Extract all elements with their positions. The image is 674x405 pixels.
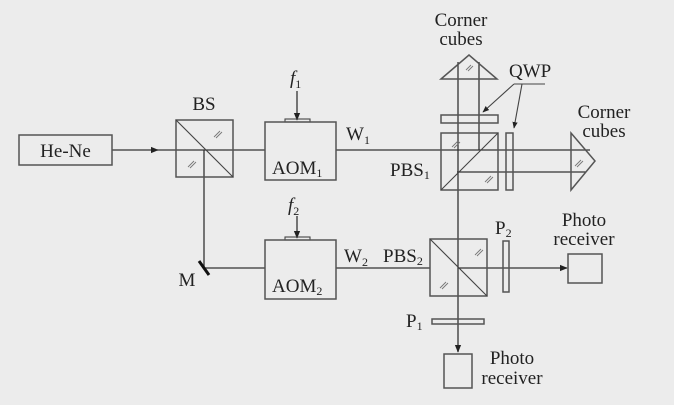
pbs2-cube [429, 238, 488, 297]
corner-cube-top-label-line1: Corner [435, 10, 488, 31]
laser-label: He-Ne [40, 141, 91, 162]
mirror: M [179, 260, 211, 291]
beam-paths [112, 62, 590, 353]
corner-cube-top: Corner cubes [435, 10, 500, 80]
mirror-glyph [197, 260, 211, 276]
receiver-right-label-line1: Photo [562, 210, 606, 231]
corner-cube-right-label-line1: Corner [578, 102, 631, 123]
mirror-label: M [179, 270, 196, 291]
qwp-vertical-plate [505, 132, 514, 191]
aom2: f2 AOM2 W2 [264, 195, 368, 300]
polarizer-p1: P1 [406, 311, 485, 333]
laser: He-Ne [18, 134, 113, 166]
aom2-box [264, 239, 337, 300]
bs-hatch-mark [213, 130, 223, 139]
pbs2-hatch-mark [439, 281, 449, 290]
photo-receiver-bottom: Photo receiver [443, 348, 543, 389]
corner-cube-right-hatch [574, 159, 584, 168]
w1-label: W1 [346, 124, 370, 147]
corner-cube-right-prism [570, 130, 596, 193]
w2-label: W2 [344, 246, 368, 269]
pbs2: PBS2 [383, 238, 488, 297]
qwp-label: QWP [509, 61, 551, 82]
bs-hatch-mark [187, 160, 197, 169]
receiver-bottom-label-line2: receiver [481, 368, 543, 389]
receiver-bottom-label-line1: Photo [490, 348, 534, 369]
polarizer-p2: P2 [495, 218, 512, 293]
aom1: f1 AOM1 W1 [264, 68, 370, 181]
pbs1-hatch-mark [484, 175, 494, 184]
f2-label: f2 [288, 195, 299, 218]
qwp: QWP [440, 61, 551, 191]
qwp-leader-line [512, 83, 523, 129]
p1-plate [431, 318, 485, 325]
corner-cube-right-label-line2: cubes [582, 121, 625, 142]
f1-label: f1 [290, 68, 301, 91]
receiver-right-label-line2: receiver [553, 229, 615, 250]
corner-cube-top-hatch [465, 64, 474, 72]
aom1-label: AOM1 [272, 158, 322, 180]
corner-cube-top-prism [438, 54, 500, 80]
corner-cube-right: Corner cubes [570, 102, 631, 193]
aom1-box [264, 121, 337, 181]
bs-label: BS [192, 94, 215, 115]
receiver-right-box [567, 253, 603, 284]
pbs1-diagonal [440, 132, 499, 191]
pbs1-hatch-mark [451, 140, 461, 149]
pbs2-hatch-mark [474, 248, 484, 257]
photo-receiver-right: Photo receiver [553, 210, 615, 284]
qwp-leader-line [482, 83, 515, 113]
p2-plate [502, 240, 510, 293]
pbs2-label: PBS2 [383, 246, 423, 268]
bs-cube [175, 119, 234, 178]
bs-diagonal [175, 119, 234, 178]
receiver-bottom-box [443, 353, 473, 389]
p1-label: P1 [406, 311, 423, 333]
beam-splitter: BS [175, 94, 234, 178]
laser-box [18, 134, 113, 166]
qwp-horizontal-plate [440, 114, 499, 124]
corner-cube-top-label-line2: cubes [439, 29, 482, 50]
pbs2-diagonal [429, 238, 488, 297]
p2-label: P2 [495, 218, 512, 240]
aom2-label: AOM2 [272, 276, 322, 298]
pbs1: PBS1 [390, 132, 499, 191]
pbs1-label: PBS1 [390, 160, 430, 182]
pbs1-cube [440, 132, 499, 191]
